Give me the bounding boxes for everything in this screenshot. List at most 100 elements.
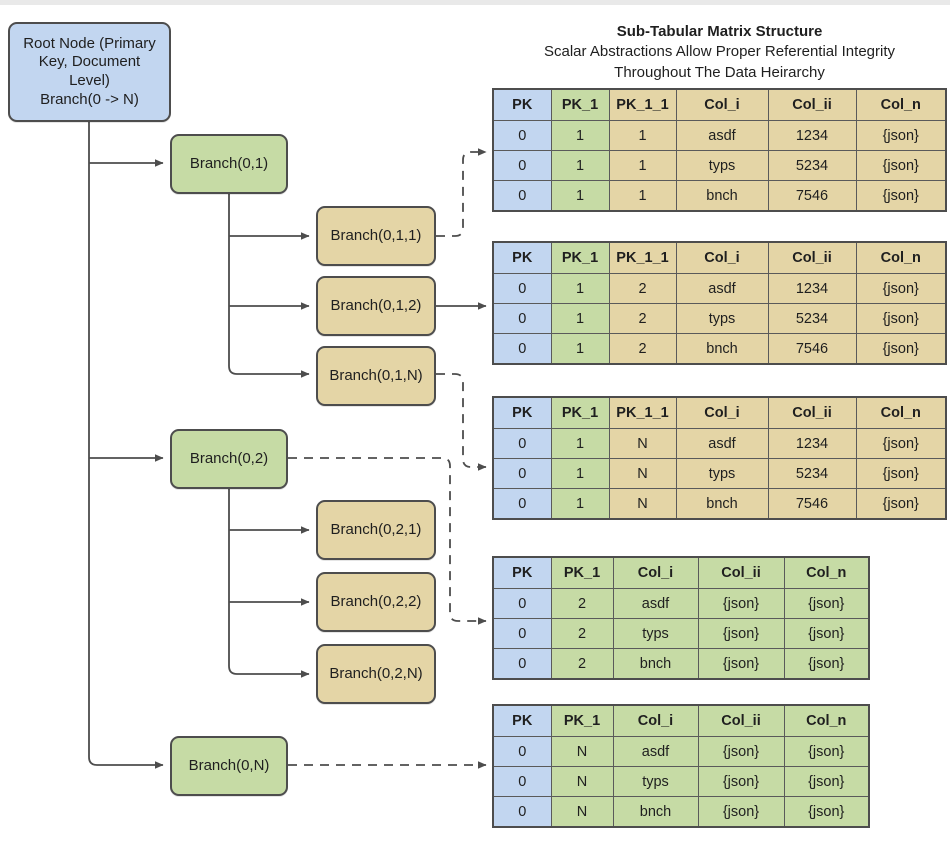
table-cell: 1 (550, 303, 610, 334)
table-cell: {json} (855, 150, 947, 181)
column-header: Col_n (783, 704, 870, 737)
table-cell: asdf (612, 736, 699, 767)
edge-root-trunk (88, 122, 98, 766)
table-cell: N (550, 796, 614, 828)
column-header: Col_ii (767, 396, 857, 429)
node-branch-0-1-2[interactable]: Branch(0,1,2) (316, 276, 436, 336)
column-header: Col_i (612, 704, 699, 737)
table-cell: 2 (550, 618, 614, 649)
edge-b02-to-table4 (288, 457, 487, 625)
diagram-subtitle-line2: Throughout The Data Heirarchy (614, 63, 825, 81)
table-cell: 0 (492, 796, 552, 828)
edge-b01-trunk (228, 194, 238, 375)
table-cell: {json} (783, 618, 870, 649)
diagram-title-block: Sub-Tabular Matrix Structure Scalar Abst… (492, 22, 947, 83)
node-branch-0-2-N[interactable]: Branch(0,2,N) (316, 644, 436, 704)
table-cell: {json} (855, 428, 947, 459)
table-cell: 1 (550, 180, 610, 212)
node-branch-0-2-2[interactable]: Branch(0,2,2) (316, 572, 436, 632)
table-cell: 0 (492, 428, 552, 459)
column-header: PK_1 (550, 704, 614, 737)
table-cell: {json} (697, 588, 785, 619)
table-cell: 0 (492, 618, 552, 649)
column-header: Col_i (675, 396, 769, 429)
table-cell: asdf (612, 588, 699, 619)
table-cell: typs (675, 150, 769, 181)
table-cell: bnch (612, 648, 699, 680)
node-root-line3: Level) (69, 72, 110, 89)
column-header: Col_i (675, 241, 769, 274)
table-cell: 1234 (767, 273, 857, 304)
table-cell: 2 (608, 303, 677, 334)
table-cell: asdf (675, 428, 769, 459)
node-branch-0-1-N[interactable]: Branch(0,1,N) (316, 346, 436, 406)
table-cell: bnch (675, 333, 769, 365)
node-branch-0-2[interactable]: Branch(0,2) (170, 429, 288, 489)
table-cell: N (608, 488, 677, 520)
table-cell: 1 (608, 120, 677, 151)
node-branch-0-2-1-label: Branch(0,2,1) (330, 520, 422, 538)
table-cell: 1234 (767, 120, 857, 151)
table-cell: 0 (492, 588, 552, 619)
column-header: Col_ii (697, 556, 785, 589)
column-header: PK_1_1 (608, 241, 677, 274)
column-header: Col_ii (767, 241, 857, 274)
table-cell: {json} (697, 766, 785, 797)
table-cell: 1 (550, 333, 610, 365)
table-cell: N (608, 458, 677, 489)
column-header: PK (492, 556, 552, 589)
column-header: PK_1 (550, 88, 610, 121)
table-cell: 7546 (767, 180, 857, 212)
table-cell: 0 (492, 273, 552, 304)
table-cell: {json} (697, 618, 785, 649)
node-root[interactable]: Root Node (Primary Key, Document Level) … (8, 22, 171, 122)
table-cell: {json} (855, 120, 947, 151)
node-branch-0-1[interactable]: Branch(0,1) (170, 134, 288, 194)
column-header: PK (492, 396, 552, 429)
top-strip (0, 0, 950, 5)
node-branch-0-2-1[interactable]: Branch(0,2,1) (316, 500, 436, 560)
node-branch-0-1-1[interactable]: Branch(0,1,1) (316, 206, 436, 266)
table-cell: 5234 (767, 303, 857, 334)
table-cell: N (550, 766, 614, 797)
node-branch-0-N[interactable]: Branch(0,N) (170, 736, 288, 796)
table-cell: 0 (492, 736, 552, 767)
node-branch-0-1-label: Branch(0,1) (189, 154, 269, 172)
table-cell: {json} (855, 303, 947, 334)
edge-b011-to-table1 (436, 148, 487, 237)
table-cell: {json} (783, 766, 870, 797)
table-cell: 5234 (767, 458, 857, 489)
node-root-line1: Root Node (Primary (23, 34, 156, 52)
node-root-line4: Branch(0 -> N) (40, 90, 139, 108)
column-header: Col_n (783, 556, 870, 589)
table-cell: bnch (675, 180, 769, 212)
